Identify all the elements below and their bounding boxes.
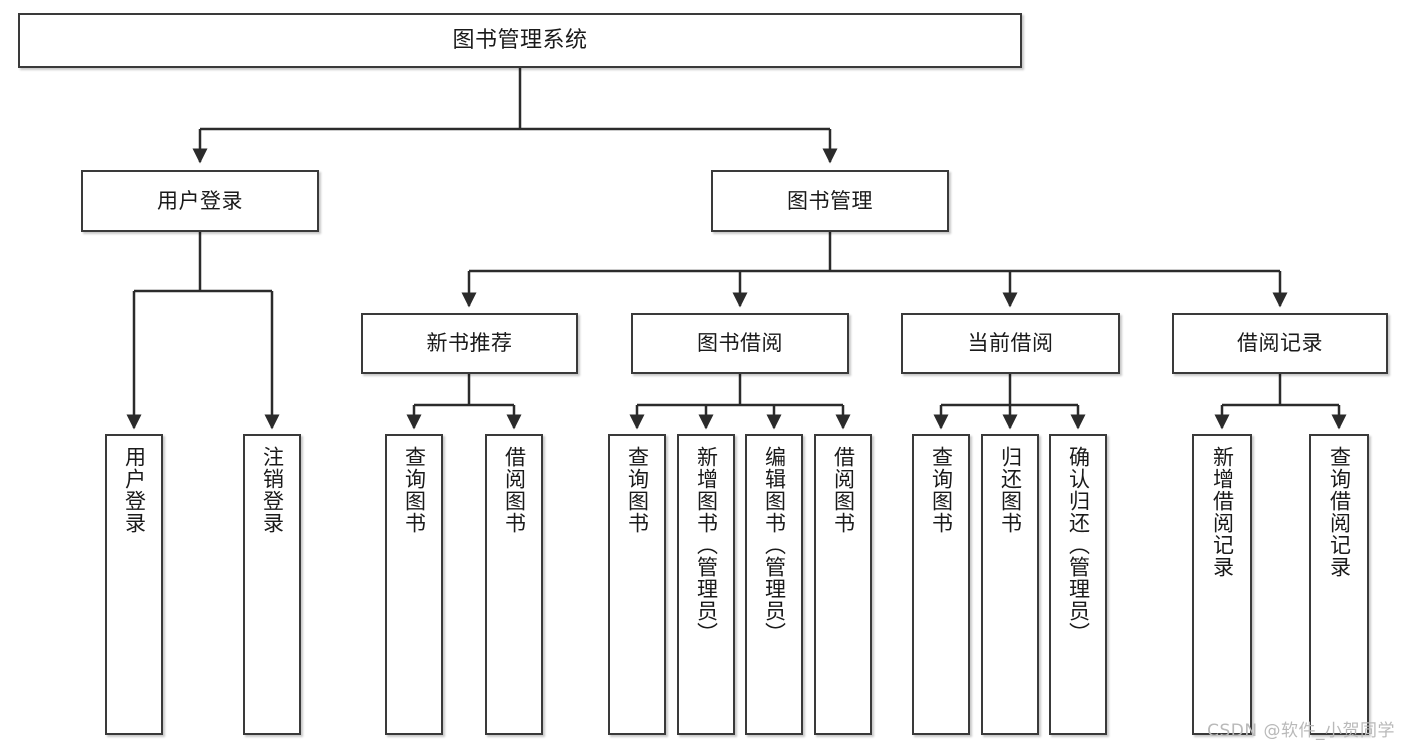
node-current-borrow-label: 当前借阅 xyxy=(967,331,1054,356)
node-leaf-query-book-1[interactable]: 查询图书 xyxy=(385,434,443,735)
node-leaf-add-book-label: 新增图书（管理员） xyxy=(694,446,719,644)
node-leaf-query-book-3-label: 查询图书 xyxy=(929,446,954,534)
node-leaf-borrow-book-2-label: 借阅图书 xyxy=(831,446,856,534)
node-leaf-logout[interactable]: 注销登录 xyxy=(243,434,301,735)
node-leaf-add-record[interactable]: 新增借阅记录 xyxy=(1192,434,1252,735)
node-leaf-return-book[interactable]: 归还图书 xyxy=(981,434,1039,735)
node-leaf-query-book-1-label: 查询图书 xyxy=(402,446,427,534)
node-leaf-return-book-label: 归还图书 xyxy=(998,446,1023,534)
node-book-borrow-label: 图书借阅 xyxy=(697,331,783,356)
node-user-login[interactable]: 用户登录 xyxy=(81,170,319,232)
node-leaf-edit-book-label: 编辑图书（管理员） xyxy=(762,446,787,644)
node-leaf-add-book[interactable]: 新增图书（管理员） xyxy=(677,434,735,735)
node-leaf-confirm-return[interactable]: 确认归还（管理员） xyxy=(1049,434,1107,735)
node-leaf-query-book-2[interactable]: 查询图书 xyxy=(608,434,666,735)
node-borrow-record-label: 借阅记录 xyxy=(1237,331,1323,356)
node-leaf-query-record[interactable]: 查询借阅记录 xyxy=(1309,434,1369,735)
node-borrow-record[interactable]: 借阅记录 xyxy=(1172,313,1388,374)
watermark: CSDN @软件_小贺同学 xyxy=(1207,721,1395,741)
node-leaf-query-record-label: 查询借阅记录 xyxy=(1327,446,1352,578)
node-leaf-user-login-label: 用户登录 xyxy=(122,446,147,534)
node-leaf-logout-label: 注销登录 xyxy=(260,446,285,534)
node-leaf-add-record-label: 新增借阅记录 xyxy=(1210,446,1235,578)
node-leaf-query-book-3[interactable]: 查询图书 xyxy=(912,434,970,735)
node-current-borrow[interactable]: 当前借阅 xyxy=(901,313,1120,374)
node-leaf-borrow-book-2[interactable]: 借阅图书 xyxy=(814,434,872,735)
node-leaf-confirm-return-label: 确认归还（管理员） xyxy=(1066,446,1091,644)
node-leaf-edit-book[interactable]: 编辑图书（管理员） xyxy=(745,434,803,735)
node-root-label: 图书管理系统 xyxy=(452,27,588,53)
node-book-manage[interactable]: 图书管理 xyxy=(711,170,949,232)
node-new-book-rec[interactable]: 新书推荐 xyxy=(361,313,578,374)
node-leaf-borrow-book-1-label: 借阅图书 xyxy=(502,446,527,534)
node-leaf-user-login[interactable]: 用户登录 xyxy=(105,434,163,735)
node-book-borrow[interactable]: 图书借阅 xyxy=(631,313,849,374)
node-leaf-query-book-2-label: 查询图书 xyxy=(625,446,650,534)
node-book-manage-label: 图书管理 xyxy=(787,188,873,213)
node-leaf-borrow-book-1[interactable]: 借阅图书 xyxy=(485,434,543,735)
node-new-book-rec-label: 新书推荐 xyxy=(426,331,513,356)
node-user-login-label: 用户登录 xyxy=(157,188,243,213)
node-root[interactable]: 图书管理系统 xyxy=(18,13,1022,68)
